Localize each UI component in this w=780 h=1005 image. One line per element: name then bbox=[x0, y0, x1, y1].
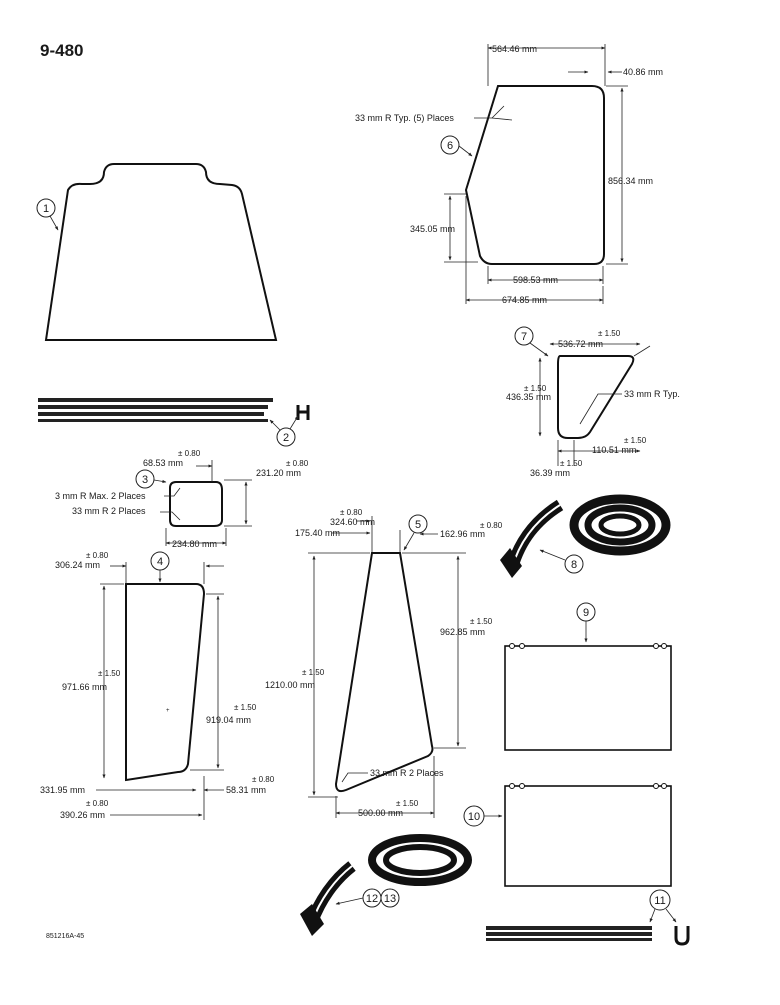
callout-3-label: 3 bbox=[142, 474, 148, 486]
callout-9-label: 9 bbox=[583, 607, 589, 619]
part-3-dimensions: ± 0.80 68.53 mm ± 0.80 231.20 mm 3 mm R … bbox=[55, 449, 309, 549]
p3-note-2: 33 mm R 2 Places bbox=[72, 506, 146, 516]
part-7-glass bbox=[557, 355, 635, 439]
p4-overall-width: 390.26 mm bbox=[60, 810, 105, 820]
callout-7: 7 bbox=[514, 326, 549, 357]
p5-right-height: 962.85 mm bbox=[440, 627, 485, 637]
p4-right-bottom: 58.31 mm bbox=[226, 785, 266, 795]
part-7-dimensions: ± 1.50 536.72 mm ± 1.50 436.35 mm 33 mm … bbox=[506, 329, 680, 478]
p6-height: 856.34 mm bbox=[608, 176, 653, 186]
p3-height: 231.20 mm bbox=[256, 468, 301, 478]
p4-top-offset: 306.24 mm bbox=[55, 560, 100, 570]
callout-11-label: 11 bbox=[654, 895, 665, 907]
p6-top-width: 564.46 mm bbox=[492, 44, 537, 54]
callout-3: 3 bbox=[135, 469, 167, 489]
page-number: 9-480 bbox=[40, 41, 83, 60]
callout-4-label: 4 bbox=[157, 556, 163, 568]
p7-top-width: 536.72 mm bbox=[558, 339, 603, 349]
callout-6-label: 6 bbox=[447, 140, 453, 152]
p7-height: 436.35 mm bbox=[506, 392, 551, 402]
p4-tol-top: ± 0.80 bbox=[86, 551, 109, 560]
part-2-seal-strip bbox=[38, 398, 310, 422]
part-4-dimensions: ± 0.80 306.24 mm ± 1.50 971.66 mm ± 1.50… bbox=[40, 551, 275, 820]
p5-left-offset: 175.40 mm bbox=[295, 528, 340, 538]
p7-tol-offset: ± 1.50 bbox=[560, 459, 583, 468]
callout-2: 2 bbox=[269, 415, 299, 447]
seal-profile-u-icon bbox=[674, 926, 690, 946]
p5-tol-left: ± 1.50 bbox=[302, 668, 325, 677]
seal-profile-icon bbox=[296, 405, 310, 420]
part-9-panel bbox=[504, 643, 672, 751]
p7-tol-left: ± 1.50 bbox=[524, 384, 547, 393]
p3-tol-top: ± 0.80 bbox=[178, 449, 201, 458]
p5-tol-right: ± 1.50 bbox=[470, 617, 493, 626]
part-5-dimensions: ± 0.80 324.60 mm 175.40 mm ± 0.80 162.96… bbox=[265, 508, 503, 818]
callout-4: 4 bbox=[150, 551, 170, 583]
callout-13-label: 13 bbox=[384, 893, 396, 905]
callout-1: 1 bbox=[36, 198, 59, 231]
p6-overall-width: 674.85 mm bbox=[502, 295, 547, 305]
p4-tol-right-bottom: ± 0.80 bbox=[252, 775, 275, 784]
callout-6: 6 bbox=[440, 135, 473, 157]
callout-9: 9 bbox=[576, 602, 596, 643]
p3-bottom-width: 234.80 mm bbox=[172, 539, 217, 549]
part-5-glass bbox=[334, 552, 434, 793]
callout-10-label: 10 bbox=[468, 811, 480, 823]
callout-11: 11 bbox=[649, 889, 677, 923]
part-3-glass bbox=[169, 481, 223, 527]
part-10-panel bbox=[504, 783, 672, 887]
part-1-glass bbox=[44, 163, 278, 341]
p5-height: 1210.00 mm bbox=[265, 680, 315, 690]
p5-right-offset: 162.96 mm bbox=[440, 529, 485, 539]
p4-tol-overall: ± 0.80 bbox=[86, 799, 109, 808]
svg-text:+: + bbox=[166, 708, 170, 714]
p5-tol-top: ± 0.80 bbox=[340, 508, 363, 517]
p5-tol-right-top: ± 0.80 bbox=[480, 521, 503, 530]
callout-8: 8 bbox=[539, 549, 584, 574]
p7-radius-note: 33 mm R Typ. bbox=[624, 389, 680, 399]
p5-tol-bottom: ± 1.50 bbox=[396, 799, 419, 808]
part-11-seal-strip bbox=[486, 926, 690, 946]
callout-7-label: 7 bbox=[521, 331, 527, 343]
p6-bottom-width: 598.53 mm bbox=[513, 275, 558, 285]
part-4-glass: + bbox=[125, 583, 206, 782]
p5-top-width: 324.60 mm bbox=[330, 517, 375, 527]
p7-offset: 36.39 mm bbox=[530, 468, 570, 478]
part-6-glass bbox=[464, 85, 605, 265]
callout-8-label: 8 bbox=[571, 559, 577, 571]
p6-radius-note: 33 mm R Typ. (5) Places bbox=[355, 113, 454, 123]
part-6-dimensions: 564.46 mm 40.86 mm 33 mm R Typ. (5) Plac… bbox=[355, 44, 663, 305]
callout-12-label: 12 bbox=[366, 893, 378, 905]
callout-1-label: 1 bbox=[43, 203, 49, 215]
figure-code: 851216A-45 bbox=[46, 933, 84, 940]
p5-bottom-width: 500.00 mm bbox=[358, 808, 403, 818]
p4-tol-right: ± 1.50 bbox=[234, 703, 257, 712]
p4-left-height: 971.66 mm bbox=[62, 682, 107, 692]
part-12-13-coiled-seal bbox=[300, 834, 472, 936]
p6-top-offset: 40.86 mm bbox=[623, 67, 663, 77]
p4-tol-left: ± 1.50 bbox=[98, 669, 121, 678]
p5-radius-note: 33 mm R 2 Places bbox=[370, 768, 444, 778]
p3-note-1: 3 mm R Max. 2 Places bbox=[55, 491, 146, 501]
p7-bottom-width: 110.51 mm bbox=[592, 445, 636, 455]
callout-5: 5 bbox=[403, 514, 428, 551]
p6-left-height: 345.05 mm bbox=[410, 224, 455, 234]
p3-tol-height: ± 0.80 bbox=[286, 459, 309, 468]
callout-10: 10 bbox=[463, 805, 503, 827]
p4-bottom-width: 331.95 mm bbox=[40, 785, 85, 795]
p3-top-width: 68.53 mm bbox=[143, 458, 183, 468]
callout-5-label: 5 bbox=[415, 519, 421, 531]
callout-12-13: 12 13 bbox=[335, 888, 400, 908]
p7-tol-top: ± 1.50 bbox=[598, 329, 621, 338]
callout-2-label: 2 bbox=[283, 432, 289, 444]
p7-tol-bottom: ± 1.50 bbox=[624, 436, 647, 445]
part-8-coiled-seal bbox=[500, 494, 671, 578]
p4-right-height: 919.04 mm bbox=[206, 715, 251, 725]
